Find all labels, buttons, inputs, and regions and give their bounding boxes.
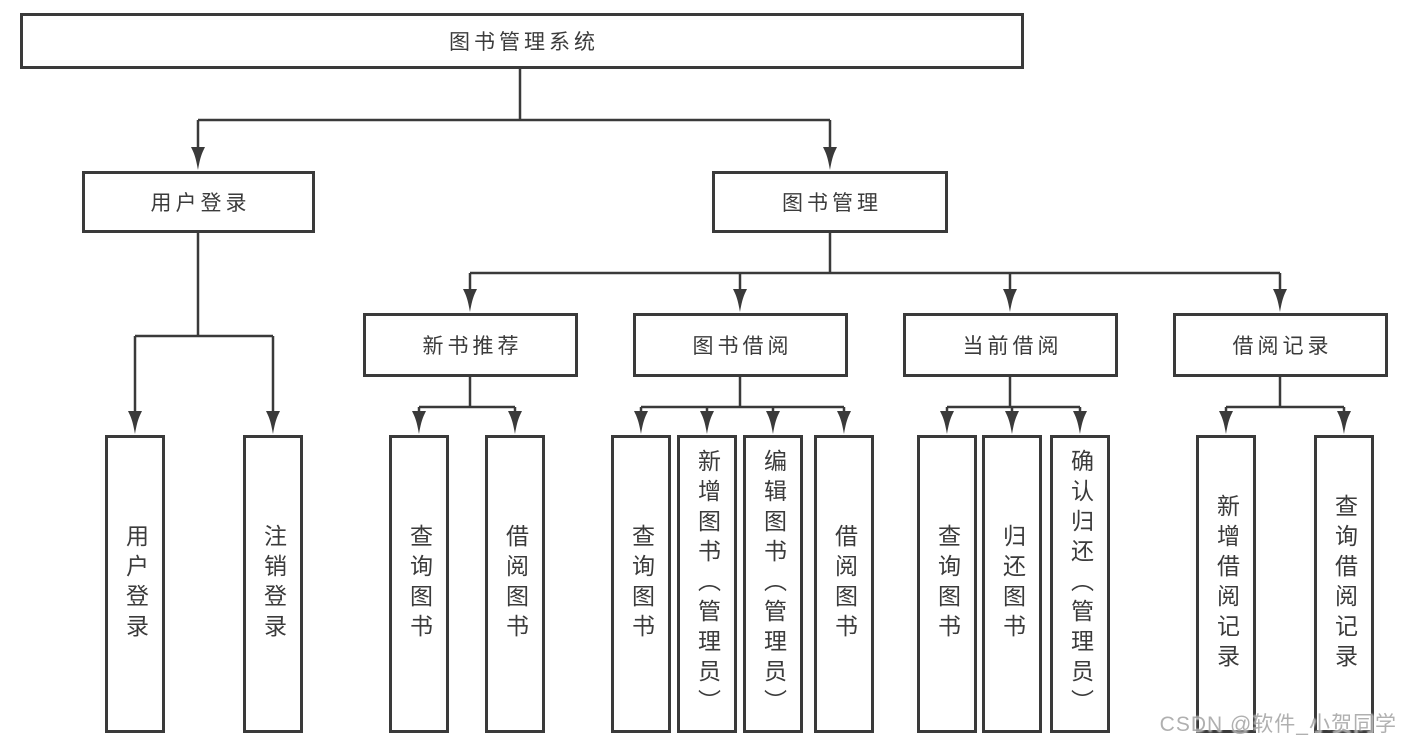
leaf-newbook-query: 查询图书: [389, 435, 449, 733]
leaf-user-login-logout: 注销登录: [243, 435, 303, 733]
node-book-management: 图书管理: [712, 171, 948, 233]
leaf-label: 查询图书: [628, 524, 655, 644]
node-root: 图书管理系统: [20, 13, 1024, 69]
leaf-current-return: 归还图书: [982, 435, 1042, 733]
watermark: CSDN @软件_小贺同学: [1159, 713, 1397, 736]
leaf-label: 注销登录: [260, 524, 287, 644]
leaf-current-query: 查询图书: [917, 435, 977, 733]
node-new-book-recommend: 新书推荐: [363, 313, 578, 377]
node-book-management-label: 图书管理: [782, 192, 882, 215]
leaf-label: 用户登录: [122, 524, 149, 644]
node-user-login-label: 用户登录: [150, 192, 251, 215]
leaf-label: 查询图书: [934, 524, 961, 644]
node-root-label: 图书管理系统: [449, 31, 599, 54]
node-book-borrow: 图书借阅: [633, 313, 848, 377]
leaf-borrow-borrow: 借阅图书: [814, 435, 874, 733]
node-current-borrow: 当前借阅: [903, 313, 1118, 377]
leaf-label: 确认归还（管理员）: [1067, 449, 1094, 719]
arrowheads: [128, 147, 1351, 434]
leaf-label: 借阅图书: [831, 524, 858, 644]
leaf-current-confirm-admin: 确认归还（管理员）: [1050, 435, 1110, 733]
node-book-borrow-label: 图书借阅: [692, 335, 793, 358]
leaf-user-login-login: 用户登录: [105, 435, 165, 733]
node-borrow-records-label: 借阅记录: [1232, 335, 1333, 358]
leaf-records-add: 新增借阅记录: [1196, 435, 1256, 733]
node-borrow-records: 借阅记录: [1173, 313, 1388, 377]
leaf-label: 查询借阅记录: [1331, 494, 1358, 674]
leaf-label: 查询图书: [406, 524, 433, 644]
leaf-borrow-query: 查询图书: [611, 435, 671, 733]
leaf-label: 新增借阅记录: [1213, 494, 1240, 674]
leaf-newbook-borrow: 借阅图书: [485, 435, 545, 733]
node-user-login: 用户登录: [82, 171, 315, 233]
leaf-label: 编辑图书（管理员）: [760, 449, 787, 719]
leaf-records-query: 查询借阅记录: [1314, 435, 1374, 733]
leaf-label: 新增图书（管理员）: [694, 449, 721, 719]
leaf-borrow-add-admin: 新增图书（管理员）: [677, 435, 737, 733]
leaf-label: 借阅图书: [502, 524, 529, 644]
leaf-label: 归还图书: [999, 524, 1026, 644]
node-new-book-recommend-label: 新书推荐: [422, 335, 523, 358]
node-current-borrow-label: 当前借阅: [962, 335, 1063, 358]
leaf-borrow-edit-admin: 编辑图书（管理员）: [743, 435, 803, 733]
